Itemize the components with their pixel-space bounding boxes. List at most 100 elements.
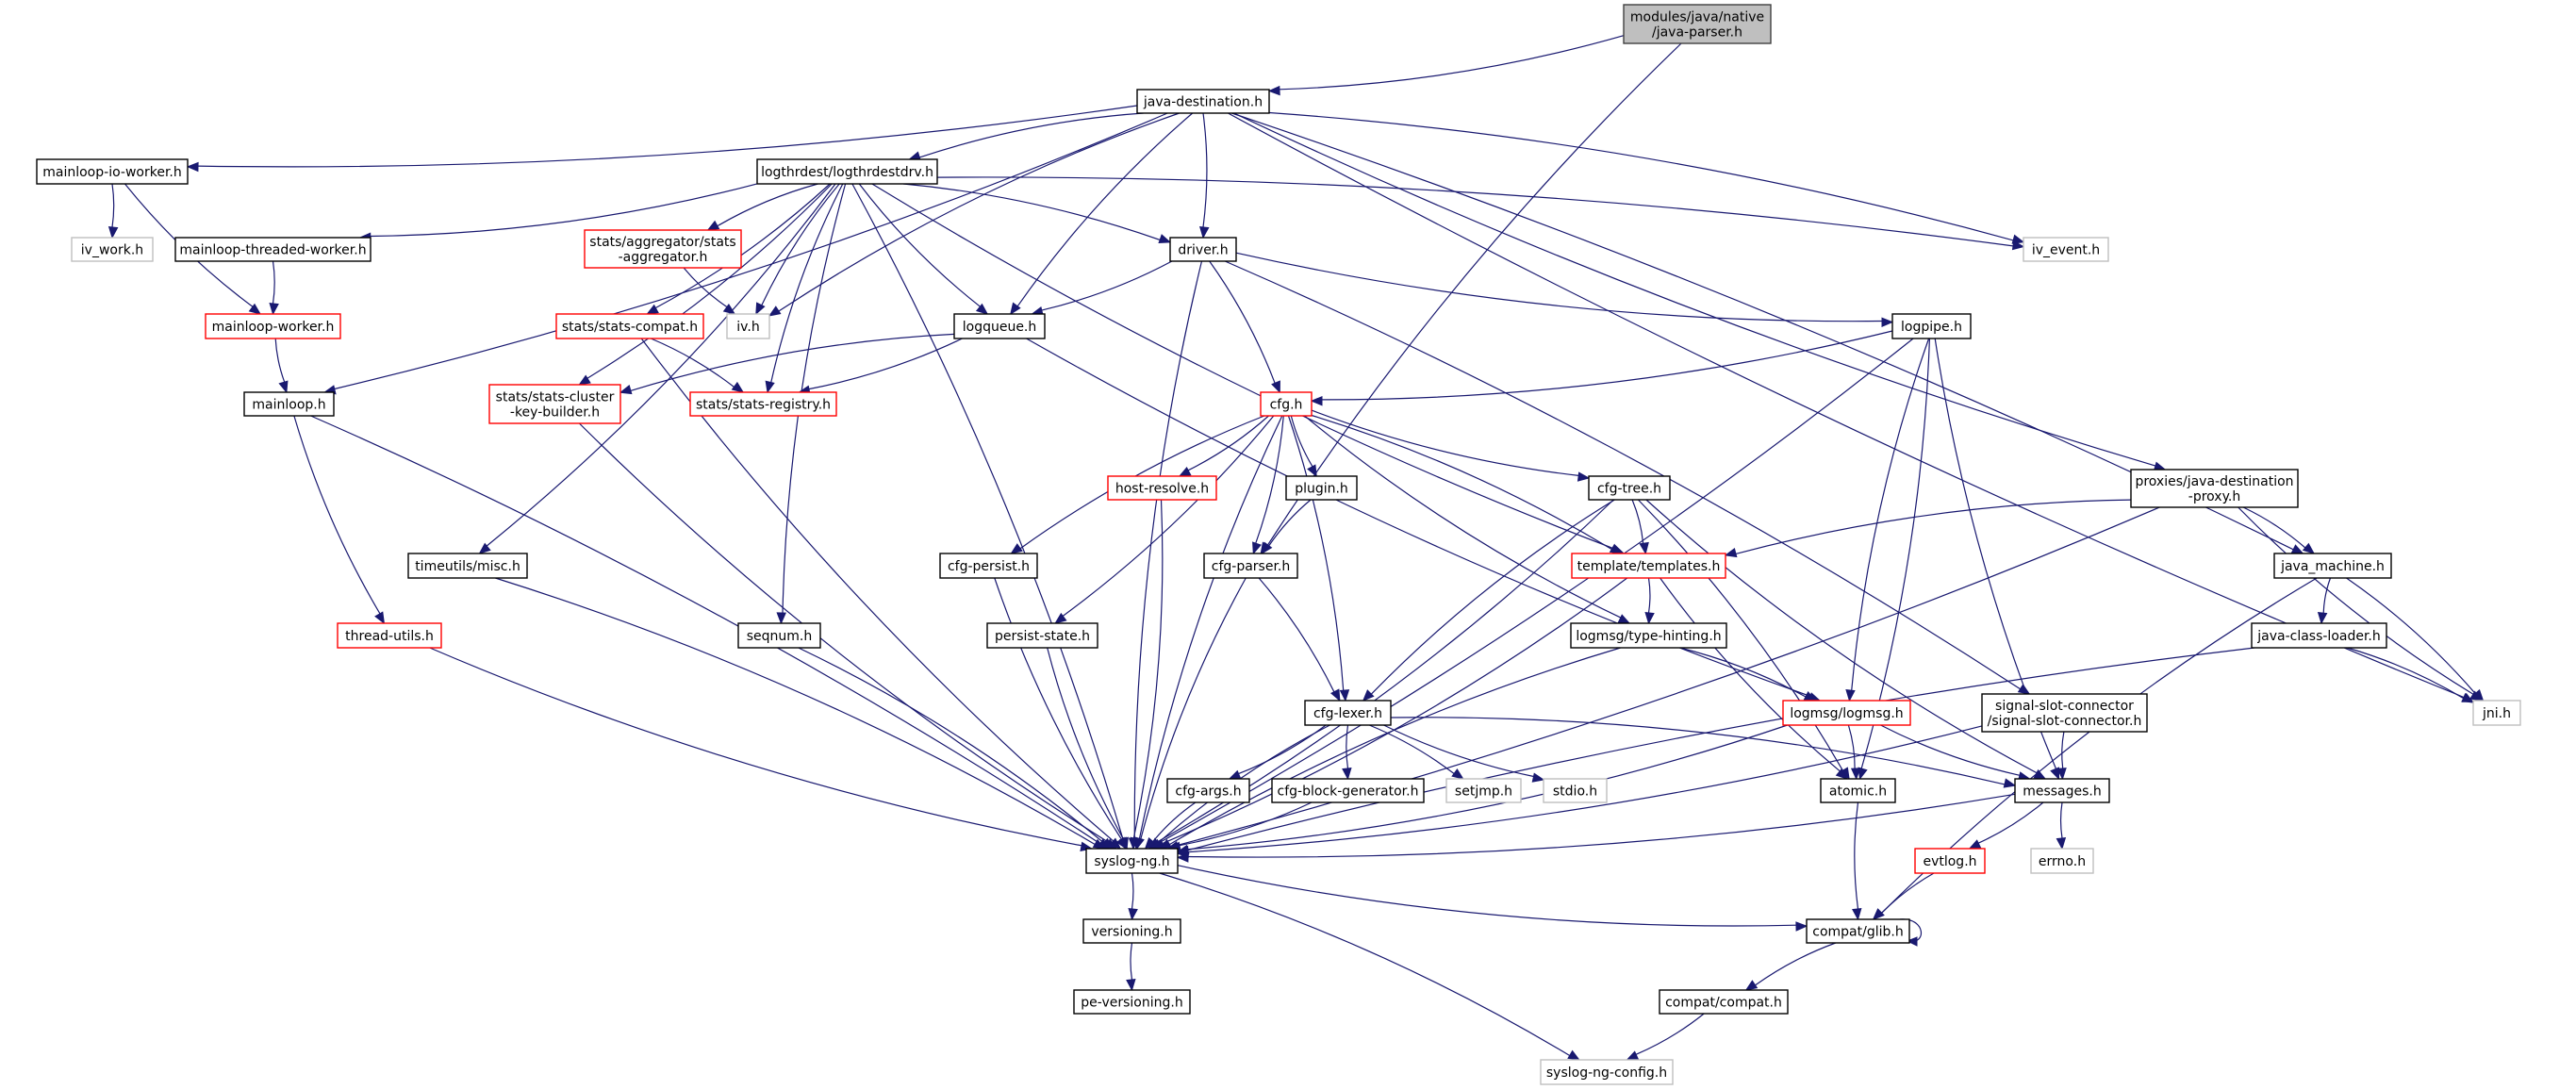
node-label: java-destination.h [1143,95,1263,110]
node-label: cfg-args.h [1175,784,1241,800]
node-stats-registry[interactable]: stats/stats-registry.h [689,391,837,417]
edge-cfg-to-cfg-tree [1311,409,1591,482]
node-driver[interactable]: driver.h [1169,237,1237,262]
node-stats-cluster-key-builder[interactable]: stats/stats-cluster-key-builder.h [488,384,621,424]
edge-line [808,338,963,390]
edge-java-destination-to-mainloop [323,112,1168,395]
node-mainloop-io-worker[interactable]: mainloop-io-worker.h [36,158,189,185]
node-compat-compat[interactable]: compat/compat.h [1659,989,1789,1015]
edge-line [1224,260,2021,690]
node-cfg-parser[interactable]: cfg-parser.h [1203,553,1298,579]
node-signal-slot-connector[interactable]: signal-slot-connector/signal-slot-connec… [1981,693,2148,733]
edge-line [1187,724,1788,851]
node-label: stats/aggregator/stats [589,235,735,250]
node-label: mainloop-io-worker.h [42,165,182,180]
node-stats-aggregator[interactable]: stats/aggregator/stats-aggregator.h [584,229,742,269]
arrowhead-icon [1117,836,1128,851]
node-label: cfg.h [1270,398,1303,413]
arrowhead-icon [1852,908,1862,921]
edge-line [111,183,115,228]
node-java-destination[interactable]: java-destination.h [1136,89,1270,114]
node-label: compat/compat.h [1665,996,1782,1011]
edge-line [1179,801,1313,847]
edge-line [2347,647,2465,700]
edge-signal-slot-connector-to-messages [2056,731,2067,781]
edge-cfg-to-cfg-lexer [1287,415,1350,702]
edge-java_machine-to-jni [2346,577,2485,702]
edge-driver-to-syslog-ng [1128,260,1203,851]
edge-line [1383,724,1534,778]
node-cfg-tree[interactable]: cfg-tree.h [1588,475,1671,501]
node-logthrdestdrv[interactable]: logthrdest/logthrdestdrv.h [756,158,938,185]
node-mainloop[interactable]: mainloop.h [243,391,335,417]
arrowhead-icon [1159,838,1172,850]
node-stats-compat[interactable]: stats/stats-compat.h [555,313,704,339]
edge-line [1735,499,2132,554]
node-cfg-persist[interactable]: cfg-persist.h [939,553,1038,579]
node-label: logthrdest/logthrdestdrv.h [761,165,933,180]
edge-cfg-to-cfg-persist [1010,415,1265,554]
edge-line [1660,577,1841,772]
node-seqnum[interactable]: seqnum.h [737,622,821,649]
edge-line [1209,260,1276,384]
arrowhead-icon [2056,837,2067,851]
node-thread-utils[interactable]: thread-utils.h [337,622,442,649]
node-type-hinting[interactable]: logmsg/type-hinting.h [1570,622,1727,649]
edge-java-class-loader-to-syslog-ng [1176,647,2255,854]
node-versioning[interactable]: versioning.h [1082,918,1181,944]
edge-line [1647,577,1651,614]
edge-line [651,338,735,388]
arrowhead-icon [1567,1049,1580,1061]
node-mainloop-worker[interactable]: mainloop-worker.h [205,313,341,339]
node-mainloop-threaded-worker[interactable]: mainloop-threaded-worker.h [174,237,372,262]
node-label: stdio.h [1553,784,1597,800]
node-box [205,313,341,339]
edge-line [1637,499,1843,771]
node-box [488,384,621,424]
edge-mainloop-worker-to-mainloop [274,338,289,394]
node-cfg-block-generator[interactable]: cfg-block-generator.h [1271,778,1425,803]
node-syslog-ng[interactable]: syslog-ng.h [1085,848,1179,874]
edge-line [1187,793,2016,858]
node-cfg-lexer[interactable]: cfg-lexer.h [1304,700,1392,726]
node-templates[interactable]: template/templates.h [1571,553,1726,579]
node-timeutils-misc[interactable]: timeutils/misc.h [407,553,528,579]
edge-cfg-to-type-hinting [1304,415,1631,624]
node-label: setjmp.h [1455,784,1512,800]
edge-line [274,338,286,383]
arrowhead-icon [1134,836,1145,851]
node-label: -key-builder.h [510,405,600,421]
node-errno: errno.h [2030,848,2094,874]
node-cfg[interactable]: cfg.h [1260,391,1313,417]
node-atomic[interactable]: atomic.h [1820,778,1896,803]
edge-logthrdestdrv-to-iv [755,183,840,316]
edge-cfg-lexer-to-cfg-block-generator [1342,724,1352,781]
node-evtlog[interactable]: evtlog.h [1914,848,1986,874]
node-box [726,313,770,339]
arrowhead-icon [1906,936,1918,947]
node-java_machine[interactable]: java_machine.h [2273,553,2392,579]
node-box [2014,778,2110,803]
node-compat-glib[interactable]: compat/glib.h [1806,918,1910,944]
node-logmsg[interactable]: logmsg/logmsg.h [1782,700,1911,726]
edge-line [1235,252,1883,322]
node-logqueue[interactable]: logqueue.h [953,313,1046,339]
node-persist-state[interactable]: persist-state.h [986,622,1098,649]
node-messages[interactable]: messages.h [2014,778,2110,803]
node-cfg-args[interactable]: cfg-args.h [1166,778,1250,803]
edge-line [1290,415,1313,468]
edge-line [1631,499,1644,544]
node-logpipe[interactable]: logpipe.h [1891,313,1972,339]
node-label: atomic.h [1829,784,1887,800]
edge-messages-to-syslog-ng [1176,793,2016,863]
node-proxy[interactable]: proxies/java-destination-proxy.h [2130,469,2299,508]
node-plugin[interactable]: plugin.h [1285,475,1358,501]
node-java-class-loader[interactable]: java-class-loader.h [2251,622,2387,649]
edge-java-destination-to-jni [1228,112,2475,702]
node-host-resolve[interactable]: host-resolve.h [1107,475,1217,501]
edge-line [1016,112,1194,307]
node-pe-versioning[interactable]: pe-versioning.h [1073,989,1191,1015]
node-box [1169,237,1237,262]
edge-driver-to-cfg [1209,260,1280,394]
edge-line [310,415,1101,845]
